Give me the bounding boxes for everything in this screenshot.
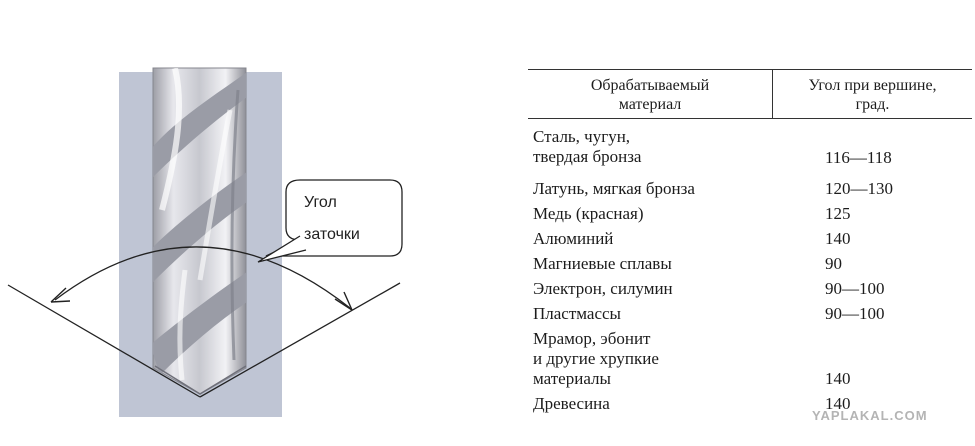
shadow-edge [230,89,240,361]
angle-arc [54,246,351,309]
row-material: Медь (красная) [533,204,644,223]
row-angle: 120—130 [825,179,893,198]
row-material: Магниевые сплавы [533,254,672,273]
row-material: Латунь, мягкая бронза [533,179,695,198]
header-material: Обрабатываемый материал [590,77,710,113]
row-angle: 116—118 [825,148,892,167]
drill-angle-diagram [7,67,403,417]
row-angle: 90—100 [825,279,885,298]
row-material: Пластмассы [533,304,621,323]
callout-pointer [257,235,307,263]
angle-line-left [7,284,201,398]
tip-edge [154,365,247,395]
table-header-rule [528,118,972,120]
row-material: Электрон, силумин [533,279,673,298]
row-material: Сталь, чугун, твердая бронза [533,127,642,166]
angle-line-right [199,282,401,398]
flute-3 [153,270,246,375]
watermark: YAPLAKAL.COM [812,408,928,423]
row-angle: 90—100 [825,304,885,323]
row-angle: 125 [825,204,851,223]
table-header-divider [772,69,774,118]
row-angle: 90 [825,254,842,273]
highlight-3 [177,269,188,381]
row-material: Алюминий [533,229,614,248]
arrowhead-left-icon [50,287,71,303]
row-material: Древесина [533,394,610,413]
row-material: Мрамор, эбонит и другие хрупкие материал… [533,329,659,388]
row-angle: 140 [825,394,851,413]
table-top-rule [528,69,972,71]
highlight-1 [159,68,183,211]
drill-bit [152,67,247,395]
row-angle: 140 [825,369,851,388]
header-angle: Угол при вершине, град. [808,77,937,113]
row-angle: 140 [825,229,851,248]
callout-label-line1: Угол [304,194,337,211]
flute-2 [153,170,246,285]
callout-label-line2: заточки [304,226,360,243]
arrowhead-right-icon [334,291,353,311]
highlight-2 [197,109,233,281]
